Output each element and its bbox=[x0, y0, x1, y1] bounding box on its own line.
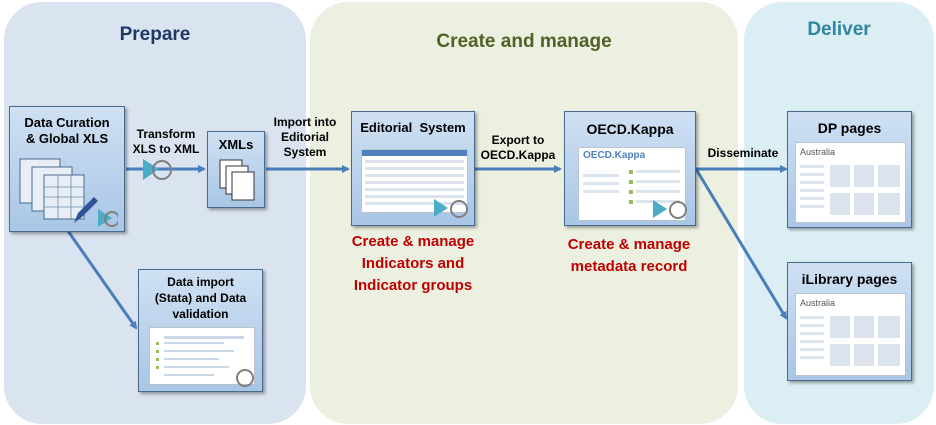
editorial-description-line2: Indicators and bbox=[361, 255, 465, 272]
pencil-icon bbox=[74, 197, 98, 223]
data-curation-box[interactable]: Data Curation & Global XLS bbox=[9, 106, 125, 232]
oecd-kappa-box[interactable]: OECD.Kappa OECD.Kappa bbox=[564, 111, 696, 226]
oecd-kappa-thumbnail: OECD.Kappa bbox=[578, 147, 686, 221]
ilibrary-pages-thumbnail: Australia bbox=[795, 293, 906, 376]
export-label-line2: OECD.Kappa bbox=[480, 148, 556, 162]
kappa-logo-text: OECD.Kappa bbox=[583, 150, 646, 161]
xmls-title: XMLs bbox=[218, 137, 254, 152]
data-import-title-line1: Data import bbox=[167, 275, 234, 289]
prepare-title: Prepare bbox=[119, 24, 191, 45]
editorial-system-thumbnail bbox=[361, 149, 468, 213]
xml-files-icon bbox=[219, 159, 255, 201]
import-label-line2: Editorial bbox=[280, 130, 329, 144]
dp-pages-title: DP pages bbox=[817, 120, 882, 136]
data-import-box[interactable]: Data import (Stata) and Data validation bbox=[138, 269, 263, 392]
play-cycle-icon bbox=[434, 199, 468, 218]
dp-pages-thumbnail: Australia bbox=[795, 142, 906, 223]
disseminate-label: Disseminate bbox=[707, 146, 779, 160]
ilibrary-pages-title: iLibrary pages bbox=[801, 271, 898, 287]
transform-label-line2: XLS to XML bbox=[132, 142, 200, 156]
data-curation-title: Data Curation & Global XLS bbox=[10, 115, 124, 147]
play-icon bbox=[143, 159, 159, 180]
ilibrary-pages-box[interactable]: iLibrary pages Australia bbox=[787, 262, 912, 381]
cycle-icon bbox=[104, 211, 118, 227]
data-curation-title-line2: & Global XLS bbox=[25, 131, 109, 146]
editorial-description: Create & manage Indicators and Indicator… bbox=[336, 231, 490, 297]
transform-label-line1: Transform bbox=[136, 127, 196, 141]
import-label: Import into Editorial System bbox=[265, 115, 345, 160]
arrow-to-data-import bbox=[66, 230, 138, 330]
xmls-box[interactable]: XMLs bbox=[207, 131, 265, 208]
arrow-to-ilibrary bbox=[694, 168, 788, 320]
spreadsheet-icon bbox=[19, 158, 118, 227]
deliver-title: Deliver bbox=[807, 19, 871, 40]
ilibrary-country-text: Australia bbox=[800, 298, 836, 308]
create-title: Create and manage bbox=[436, 31, 612, 52]
editorial-description-line3: Indicator groups bbox=[353, 277, 473, 294]
cycle-icon bbox=[152, 160, 172, 180]
export-label: Export to OECD.Kappa bbox=[476, 133, 560, 163]
data-curation-title-line1: Data Curation bbox=[24, 115, 110, 130]
data-import-title: Data import (Stata) and Data validation bbox=[139, 274, 262, 322]
cycle-icon bbox=[236, 369, 254, 387]
data-import-title-line3: validation bbox=[172, 307, 229, 321]
oecd-kappa-title: OECD.Kappa bbox=[586, 121, 674, 137]
kappa-description-line1: Create & manage bbox=[567, 236, 691, 253]
dp-pages-box[interactable]: DP pages Australia bbox=[787, 111, 912, 228]
kappa-description-line2: metadata record bbox=[570, 258, 688, 275]
play-cycle-icon bbox=[653, 200, 687, 219]
editorial-system-box[interactable]: Editorial System bbox=[351, 111, 475, 226]
editorial-description-line1: Create & manage bbox=[351, 233, 475, 250]
export-label-line1: Export to bbox=[491, 133, 545, 147]
import-label-line3: System bbox=[283, 145, 327, 159]
data-import-title-line2: (Stata) and Data bbox=[154, 291, 247, 305]
kappa-description: Create & manage metadata record bbox=[552, 234, 706, 278]
editorial-system-title: Editorial System bbox=[360, 120, 466, 135]
transform-label: Transform XLS to XML bbox=[128, 127, 204, 157]
import-label-line1: Import into bbox=[273, 115, 337, 129]
dp-country-text: Australia bbox=[800, 147, 836, 157]
